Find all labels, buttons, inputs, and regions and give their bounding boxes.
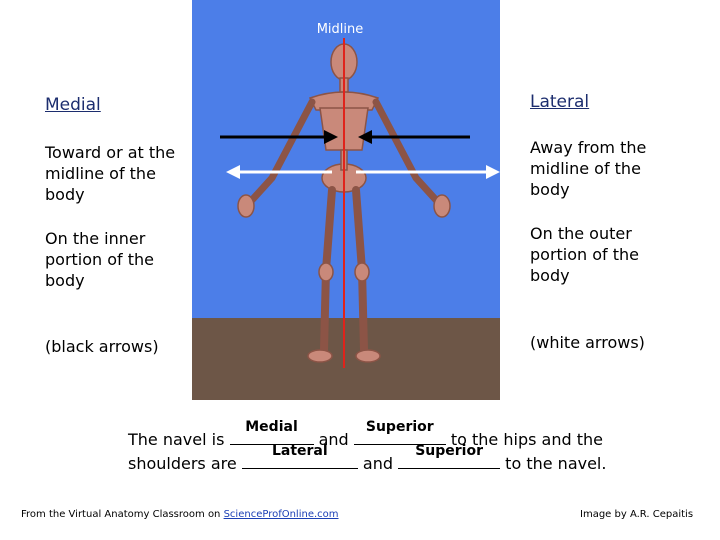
source-credit: From the Virtual Anatomy Classroom on Sc… xyxy=(21,509,339,520)
blank-3: Lateral xyxy=(241,443,358,469)
exercise-line-1-prefix: The navel is xyxy=(128,430,230,449)
exercise-line-2: shoulders are Lateral and Superior to th… xyxy=(128,443,607,475)
medial-heading: Medial xyxy=(45,95,101,115)
black-arrows xyxy=(220,130,470,144)
black-arrows-note: (black arrows) xyxy=(45,337,159,356)
blank-4-answer: Superior xyxy=(415,443,483,459)
blank-4: Superior xyxy=(398,443,501,469)
exercise-line-2-prefix: shoulders are xyxy=(128,454,242,473)
anatomy-figure: Midline xyxy=(192,0,500,400)
lateral-description: On the outer portion of the body xyxy=(530,224,640,285)
exercise-line-1: The navel is Medial and Superior to the … xyxy=(128,419,603,451)
blank-2: Superior xyxy=(353,419,446,445)
lateral-definition: Away from the midline of the body xyxy=(530,138,647,199)
blank-3-answer: Lateral xyxy=(271,443,328,459)
source-prefix: From the Virtual Anatomy Classroom on xyxy=(21,509,224,520)
white-arrows-note: (white arrows) xyxy=(530,333,645,352)
white-arrows xyxy=(226,165,500,179)
source-link[interactable]: ScienceProfOnline.com xyxy=(223,509,339,520)
floor xyxy=(192,318,500,400)
exercise-line-2-suffix: to the navel. xyxy=(500,454,607,473)
blank-1-answer: Medial xyxy=(245,419,298,435)
blank-1: Medial xyxy=(229,419,314,445)
lateral-heading: Lateral xyxy=(530,92,590,112)
exercise-line-2-mid: and xyxy=(357,454,399,473)
skeleton-figure xyxy=(237,43,451,363)
medial-description: On the inner portion of the body xyxy=(45,229,155,290)
midline-label: Midline xyxy=(317,22,364,37)
exercise-line-1-suffix: to the hips and the xyxy=(445,430,603,449)
blank-2-answer: Superior xyxy=(365,419,434,435)
exercise-line-1-mid: and xyxy=(313,430,354,449)
image-credit: Image by A.R. Cepaitis xyxy=(580,509,694,520)
medial-definition: Toward or at the midline of the body xyxy=(45,143,176,204)
